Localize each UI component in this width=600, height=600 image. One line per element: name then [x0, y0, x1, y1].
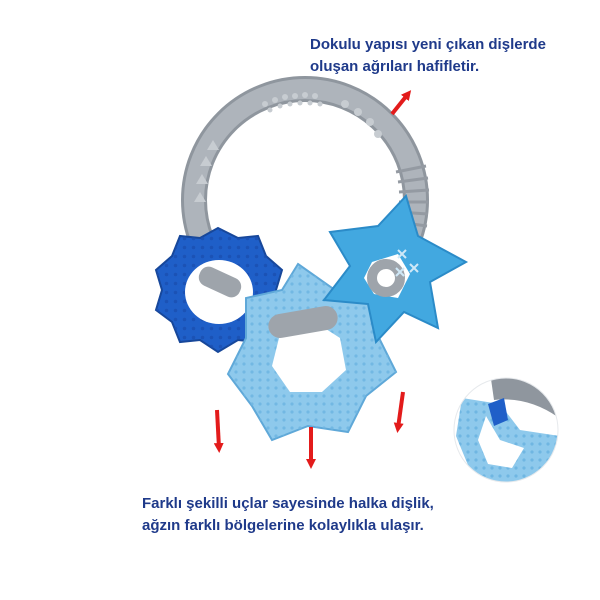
bottom-feature-caption: Farklı şekilli uçlar sayesinde halka diş… — [142, 493, 434, 537]
arrow-up-right — [390, 90, 412, 116]
arrow-down-left — [213, 409, 224, 453]
sky-blue-star-teether — [322, 194, 469, 345]
top-caption-line-2: oluşan ağrıları hafifletir. — [310, 58, 480, 75]
bottom-caption-line-1: Farklı şekilli uçlar sayesinde halka diş… — [142, 495, 434, 512]
star-x-marks — [395, 249, 419, 277]
arrow-down-right — [393, 391, 405, 433]
ring-triangles — [194, 140, 219, 202]
light-blue-hexagon-teether — [226, 262, 398, 442]
top-caption-line-1: Dokulu yapısı yeni çıkan dişlerde — [310, 36, 546, 53]
closeup-texture-inset — [453, 377, 559, 483]
ring-texture-dots — [262, 92, 382, 138]
red-arrows — [213, 90, 412, 469]
top-feature-caption: Dokulu yapısı yeni çıkan dişlerde oluşan… — [310, 34, 546, 78]
bottom-caption-line-2: ağzın farklı bölgelerine kolaylıkla ulaş… — [142, 517, 424, 534]
